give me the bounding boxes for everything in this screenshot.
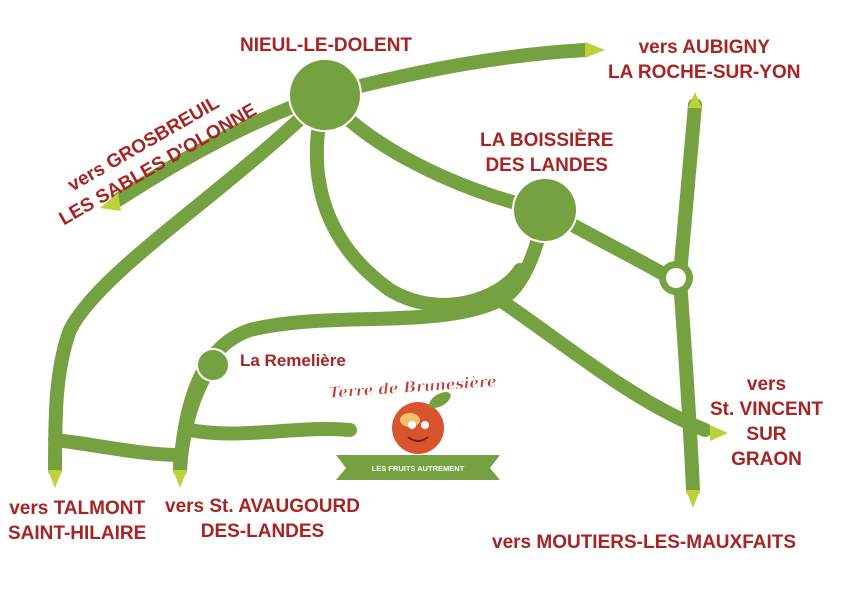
town-marker-boissiere xyxy=(512,177,578,243)
label-remeliere: La Remelière xyxy=(240,351,346,370)
road-to-farm xyxy=(183,421,357,441)
arrow-st-vincent-icon xyxy=(710,425,728,441)
smile-icon xyxy=(407,436,429,442)
arrow-roundabout-north-icon xyxy=(688,92,702,108)
label-aubigny: vers AUBIGNY LA ROCHE-SUR-YON xyxy=(608,37,801,83)
label-avaugourd: vers St. AVAUGOURD DES-LANDES xyxy=(165,496,360,542)
town-markers xyxy=(196,58,693,382)
arrow-talmont-icon xyxy=(48,470,62,488)
label-nieul: NIEUL-LE-DOLENT xyxy=(240,35,413,56)
eye-right-icon xyxy=(421,421,429,429)
arrow-moutiers-icon xyxy=(686,490,700,508)
road-talmont-link xyxy=(48,433,187,462)
apple-icon xyxy=(392,402,444,454)
logo-ribbon xyxy=(336,455,500,480)
logo-title: Terre de Brunesière xyxy=(328,372,497,402)
arrow-aubigny-icon xyxy=(585,42,605,58)
label-talmont: vers TALMONT SAINT-HILAIRE xyxy=(8,498,147,544)
logo-tagline: LES FRUITS AUTREMENT xyxy=(372,464,465,473)
roundabout-center xyxy=(666,268,686,288)
road-to-st-vincent xyxy=(493,293,712,437)
road-nieul-to-talmont xyxy=(48,88,332,477)
town-marker-remeliere xyxy=(196,348,230,382)
direction-arrows xyxy=(48,42,728,508)
leaf-icon xyxy=(429,392,451,408)
eye-left-icon xyxy=(408,421,416,429)
label-st-vincent: vers St. VINCENT SUR GRAON xyxy=(710,374,823,470)
label-moutiers: vers MOUTIERS-LES-MAUXFAITS xyxy=(492,532,797,553)
arrow-avaugourd-icon xyxy=(173,470,187,488)
road-network xyxy=(48,43,712,497)
town-marker-nieul xyxy=(288,58,362,132)
road-roundabout-north xyxy=(673,98,702,282)
road-roundabout-south xyxy=(673,273,700,497)
label-boissiere: LA BOISSIÈRE DES LANDES xyxy=(480,130,614,176)
road-nieul-south xyxy=(309,88,527,312)
arrow-grosbreuil-icon xyxy=(100,193,121,211)
